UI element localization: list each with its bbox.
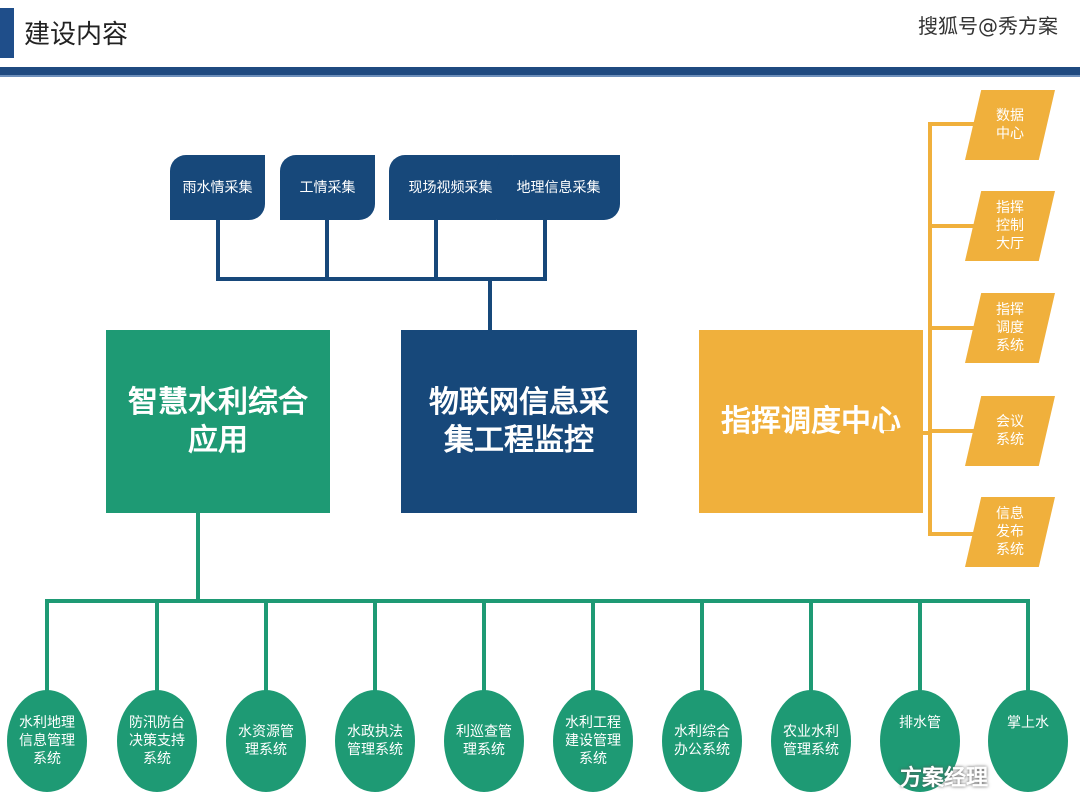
connector: [482, 601, 486, 693]
connector: [928, 224, 978, 228]
connector: [155, 601, 159, 693]
connector: [325, 218, 329, 280]
app-system: 掌上水: [988, 690, 1068, 792]
app-system: 防汛防台决策支持系统: [117, 690, 197, 792]
connector: [196, 513, 200, 603]
smart-water-block: 智慧水利综合应用: [106, 330, 330, 513]
connector: [928, 429, 978, 433]
app-system: 水利地理信息管理系统: [7, 690, 87, 792]
connector: [700, 601, 704, 693]
command-block: 指挥调度中心: [699, 330, 923, 513]
app-system: 水利综合办公系统: [662, 690, 742, 792]
connector: [809, 601, 813, 693]
command-item: 数据中心: [965, 90, 1055, 160]
title-accent: [0, 8, 14, 58]
command-item: 会议系统: [965, 396, 1055, 466]
connector: [216, 218, 220, 280]
connector: [543, 218, 547, 280]
connector: [434, 218, 438, 280]
connector: [45, 601, 49, 693]
connector: [264, 601, 268, 693]
iot-source: 地理信息采集: [497, 155, 620, 220]
app-system: 水政执法管理系统: [335, 690, 415, 792]
logo-watermark: 方案经理: [900, 766, 989, 791]
watermark: 搜狐号@秀方案: [918, 14, 1058, 38]
connector: [928, 326, 978, 330]
connector: [45, 599, 1030, 603]
app-system: 排水管: [880, 690, 960, 792]
app-system: 水利工程建设管理系统: [553, 690, 633, 792]
page-title: 建设内容: [24, 20, 129, 50]
connector: [373, 601, 377, 693]
connector: [928, 532, 978, 536]
iot-source: 雨水情采集: [170, 155, 265, 220]
connector: [591, 601, 595, 693]
iot-block: 物联网信息采集工程监控: [401, 330, 637, 513]
iot-source: 工情采集: [280, 155, 375, 220]
connector: [488, 277, 492, 332]
connector: [216, 277, 547, 281]
header-divider: [0, 67, 1080, 77]
app-system: 利巡查管理系统: [444, 690, 524, 792]
connector: [884, 431, 932, 435]
app-system: 农业水利管理系统: [771, 690, 851, 792]
connector: [1026, 601, 1030, 693]
command-item: 信息发布系统: [965, 497, 1055, 567]
app-system: 水资源管理系统: [226, 690, 306, 792]
command-item: 指挥控制大厅: [965, 191, 1055, 261]
command-item: 指挥调度系统: [965, 293, 1055, 363]
connector: [928, 122, 978, 126]
connector: [918, 601, 922, 693]
iot-source: 现场视频采集: [389, 155, 512, 220]
